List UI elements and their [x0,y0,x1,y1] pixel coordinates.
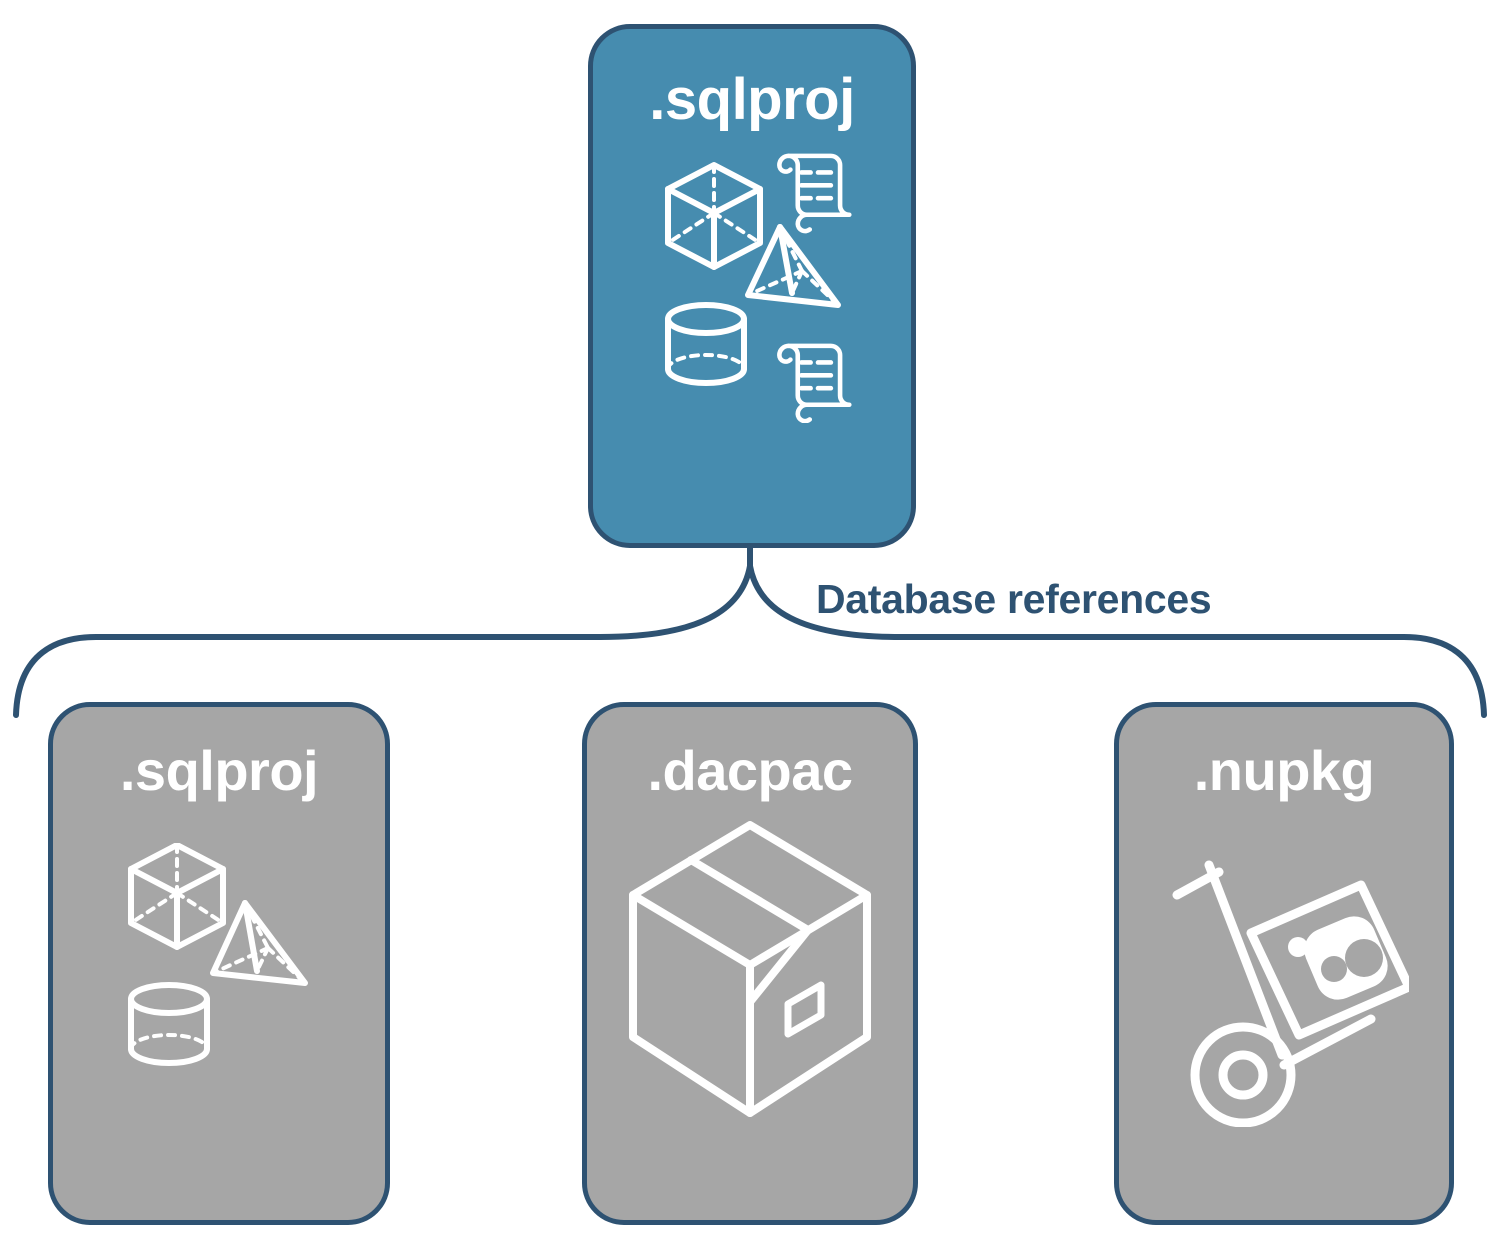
pyramid-icon [745,224,841,308]
reference-node-nupkg[interactable]: .nupkg [1114,702,1454,1225]
bracket-connector [13,548,1487,718]
cube-icon [128,843,226,950]
root-node-sqlproj[interactable]: .sqlproj [588,24,916,548]
reference-node-artwork [53,799,385,1220]
cylinder-icon [128,982,210,1066]
root-node-label: .sqlproj [649,67,855,132]
reference-node-artwork [1119,799,1449,1220]
pyramid-icon [210,900,308,986]
bracket-left-arm [13,563,753,718]
package-box-icon [629,821,871,1117]
reference-node-dacpac[interactable]: .dacpac [582,702,918,1225]
root-node-artwork [593,129,911,543]
scroll-icon [777,153,852,234]
reference-node-label: .dacpac [647,739,853,802]
cylinder-icon [665,302,747,386]
hand-truck-icon [1172,860,1376,1127]
reference-node-label: .sqlproj [119,739,319,802]
bracket-label: Database references [816,576,1212,622]
reference-node-sqlproj[interactable]: .sqlproj [48,702,390,1225]
reference-node-label: .nupkg [1193,739,1375,802]
scroll-icon [777,343,852,423]
reference-node-artwork [587,799,913,1220]
cube-icon [665,162,763,270]
bracket-right-arm [747,563,1487,718]
nuget-package-icon [1246,880,1409,1040]
